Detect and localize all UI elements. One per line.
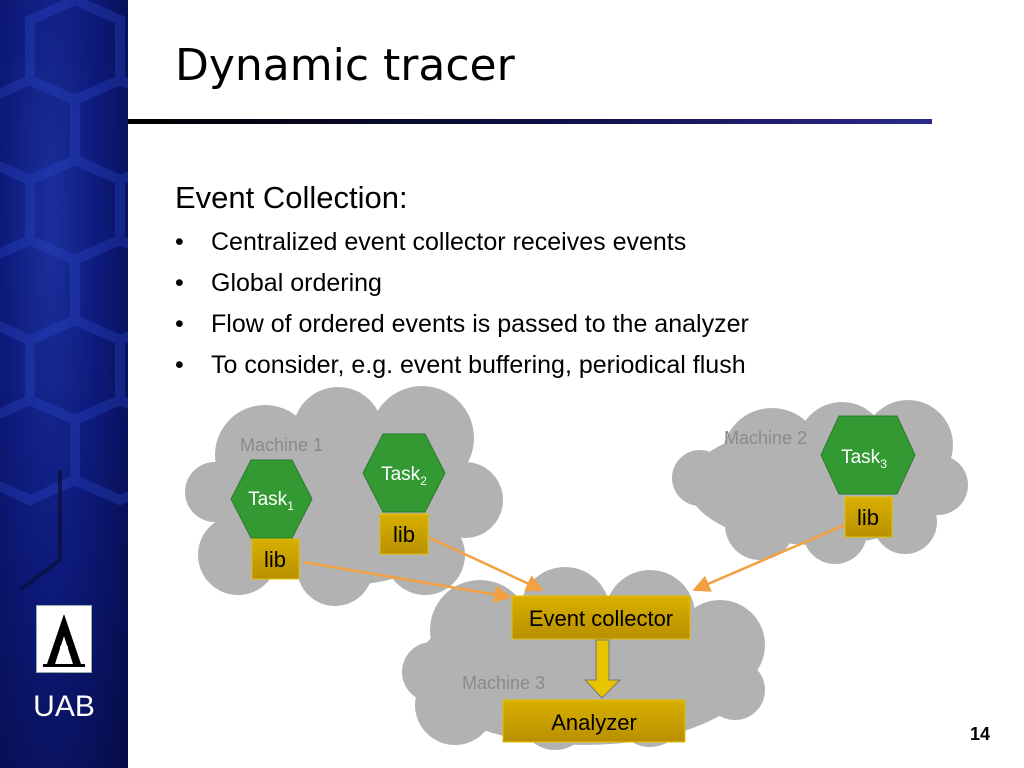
task-2-lib-box: [379, 513, 429, 555]
svg-text:Task1: Task1: [248, 489, 294, 513]
event-flow-arrows: [302, 522, 848, 604]
svg-text:Task3: Task3: [841, 447, 887, 471]
machine-3-label: Machine 3: [462, 673, 545, 693]
hexagon-pattern: [0, 0, 128, 592]
task-1-lib-box: [251, 538, 300, 580]
task-1-name: Task: [248, 489, 288, 510]
task-1-lib-label: lib: [264, 547, 286, 572]
bullet-icon: •: [175, 351, 184, 379]
task-2-name: Task: [381, 464, 421, 485]
task-3-hexagon: [820, 415, 916, 495]
analyzer-label: Analyzer: [551, 710, 637, 735]
task-1: Task1 lib: [230, 459, 313, 580]
brand-label: UAB: [33, 690, 95, 723]
down-arrow-icon: [583, 639, 622, 699]
task-3: Task3 lib: [820, 415, 916, 538]
bullet-icon: •: [175, 310, 184, 338]
arrow-task3-to-collector: [692, 522, 848, 592]
task-2: Task2 lib: [362, 433, 446, 555]
arrow-task2-to-collector: [429, 536, 544, 592]
bullet-item: • To consider, e.g. event buffering, peri…: [175, 349, 749, 390]
bullet-text: Global ordering: [211, 269, 382, 297]
sidebar: UAB: [0, 0, 128, 768]
bullet-text: To consider, e.g. event buffering, perio…: [211, 351, 746, 379]
task-2-lib-label: lib: [393, 522, 415, 547]
event-collector-label: Event collector: [529, 606, 673, 631]
task-3-lib-box: [844, 496, 893, 538]
machine-2-cloud: [672, 400, 968, 564]
svg-text:Task2: Task2: [381, 464, 427, 488]
task-2-hexagon: [362, 433, 446, 513]
title-divider: [128, 119, 932, 124]
task-3-lib-label: lib: [857, 505, 879, 530]
section-heading: Event Collection:: [175, 180, 408, 215]
event-collector-box: [511, 595, 691, 640]
bullet-text: Centralized event collector receives eve…: [211, 228, 687, 256]
slide-title: Dynamic tracer: [175, 40, 515, 91]
task-2-subscript: 2: [420, 474, 427, 488]
bullet-item: • Flow of ordered events is passed to the…: [175, 308, 749, 349]
task-3-subscript: 3: [880, 457, 887, 471]
arrow-task1-to-collector: [302, 560, 512, 604]
machine-2-label: Machine 2: [724, 428, 807, 448]
page-number: 14: [969, 724, 990, 744]
uab-logo-icon: [36, 605, 92, 673]
bullet-item: • Global ordering: [175, 267, 749, 308]
bullet-icon: •: [175, 228, 184, 256]
task-1-subscript: 1: [287, 499, 294, 513]
task-3-name: Task: [841, 447, 881, 468]
bullet-icon: •: [175, 269, 184, 297]
machine-1-label: Machine 1: [240, 435, 323, 455]
task-1-hexagon: [230, 459, 313, 539]
bullet-item: • Centralized event collector receives ev…: [175, 226, 749, 267]
analyzer-box: [502, 699, 686, 743]
bullet-text: Flow of ordered events is passed to the …: [211, 310, 749, 338]
bullet-list: • Centralized event collector receives ev…: [175, 226, 749, 390]
